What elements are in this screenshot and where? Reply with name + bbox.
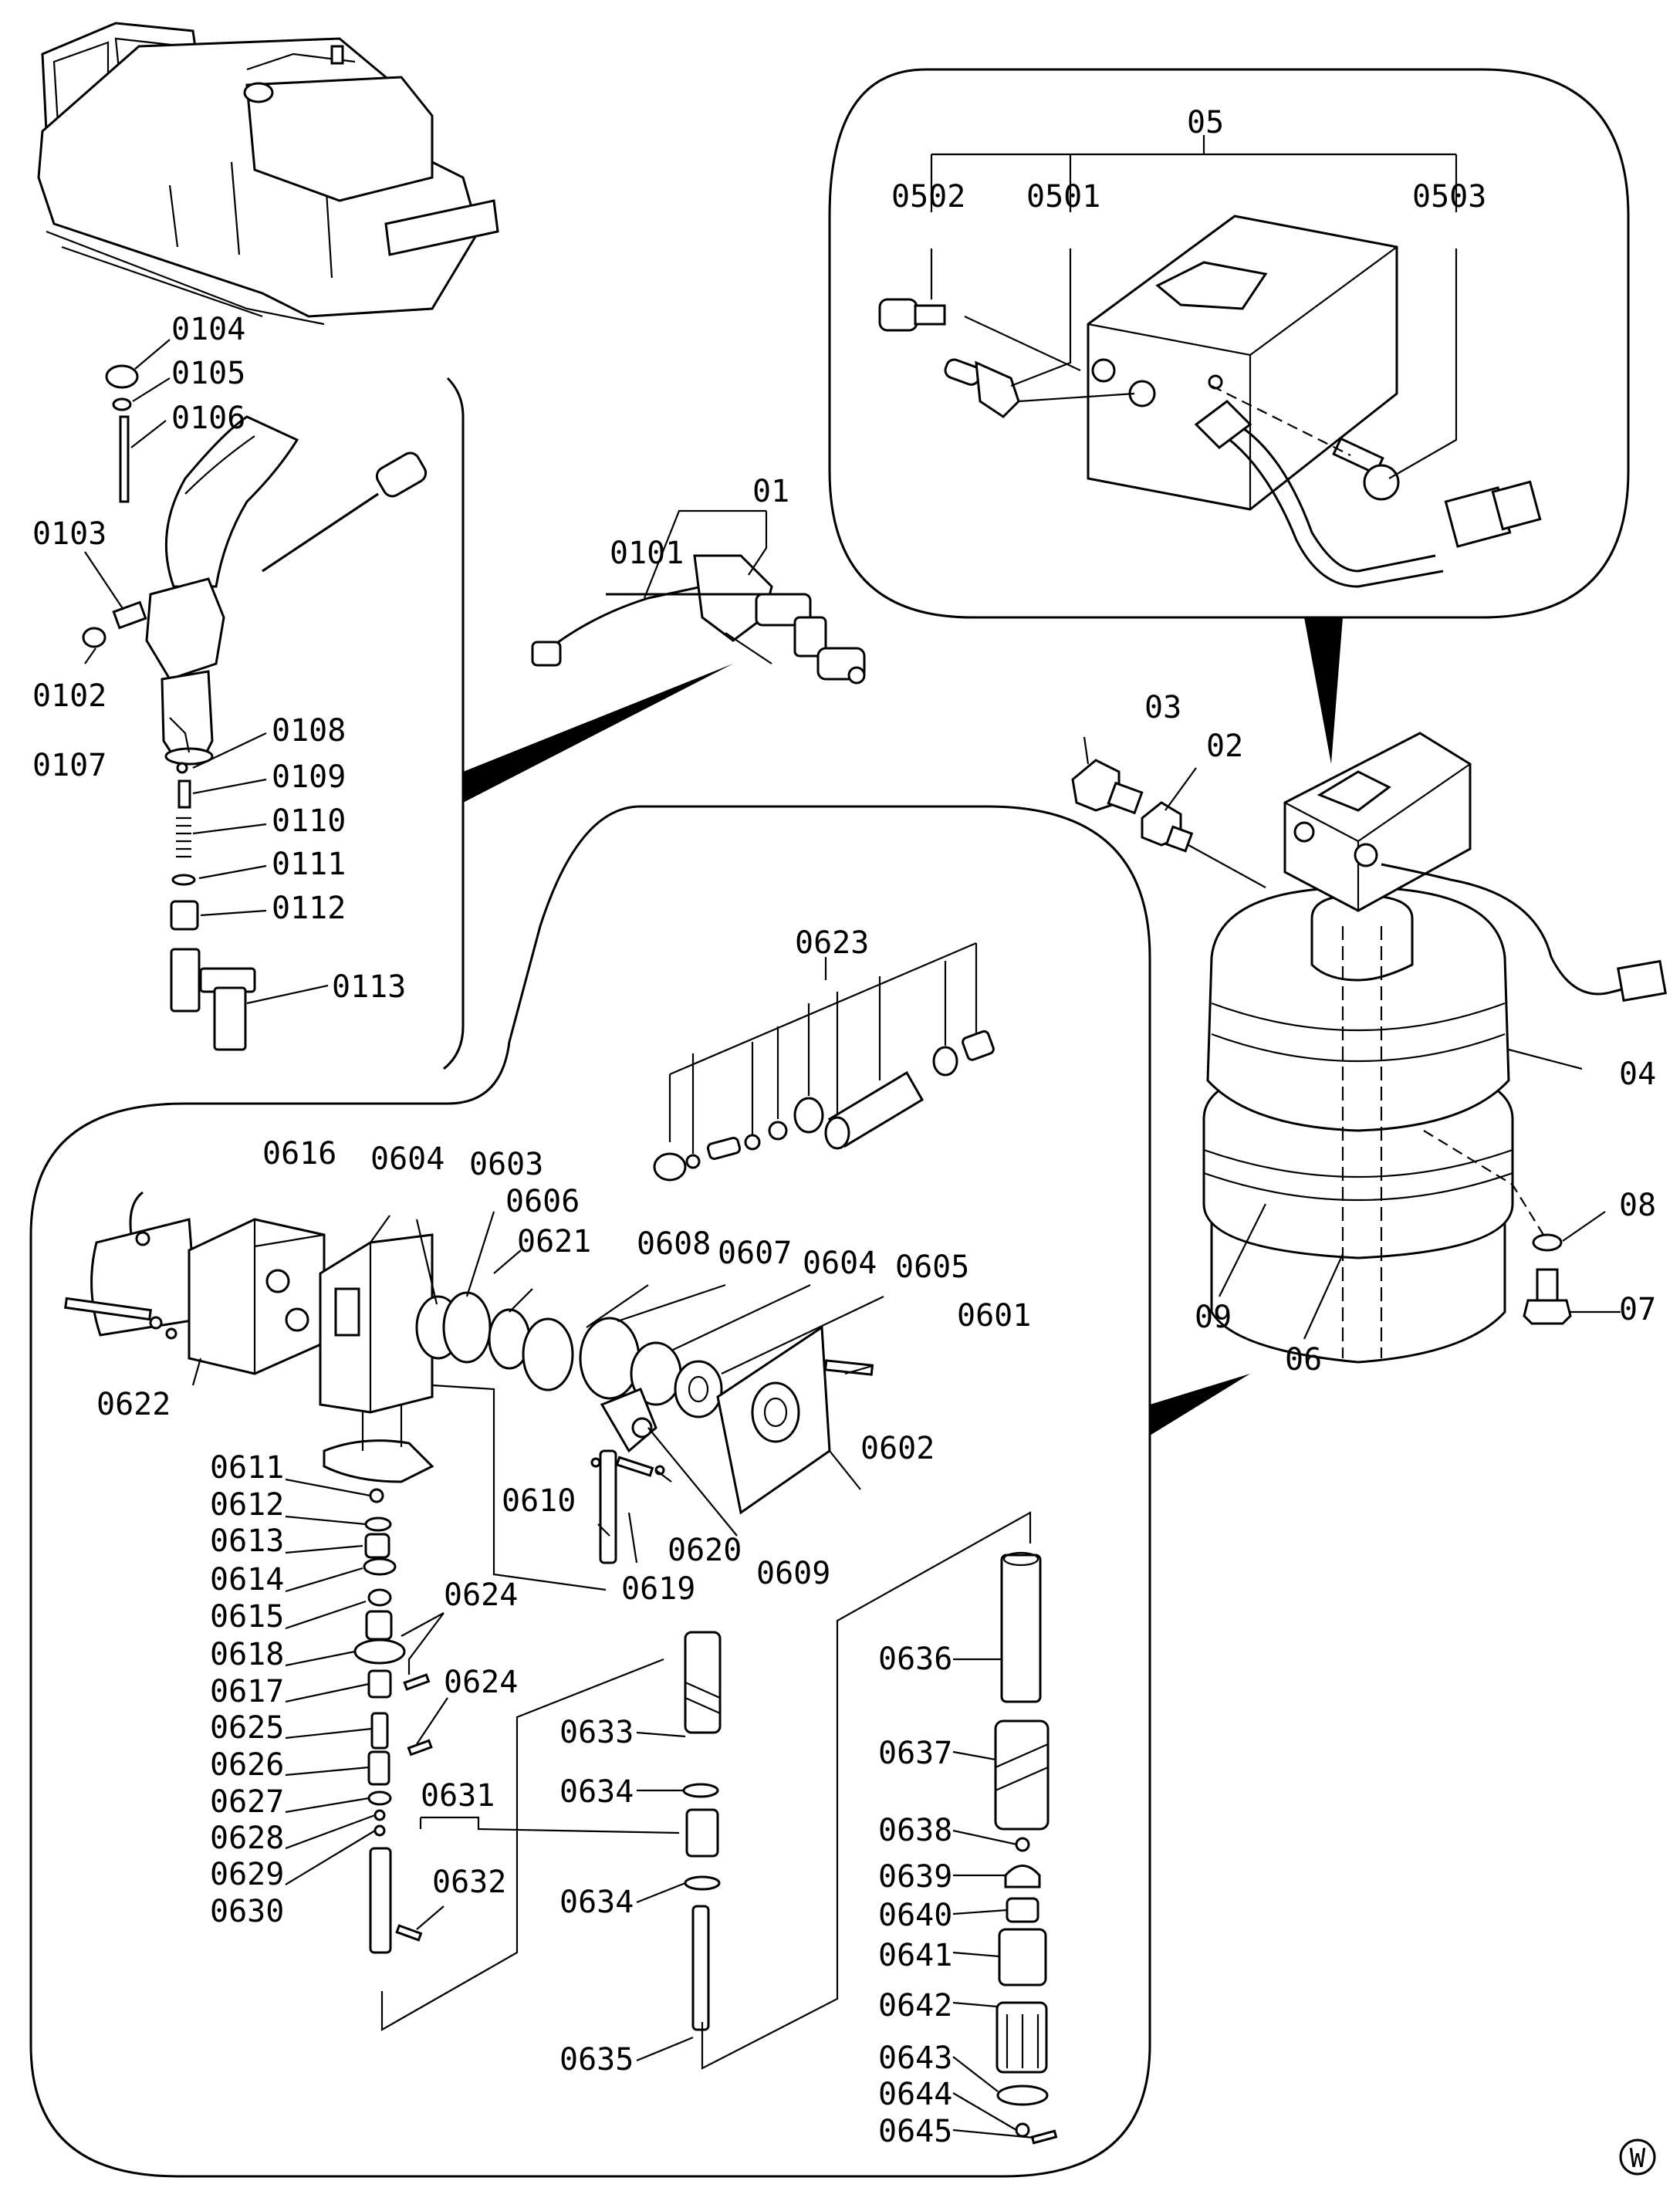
label-0643: 0643	[878, 2041, 952, 2076]
label-0615: 0615	[210, 1599, 284, 1635]
label-0637: 0637	[878, 1736, 952, 1771]
label-0503: 0503	[1412, 179, 1486, 215]
label-0605: 0605	[895, 1249, 969, 1285]
part-labels: 0104 0105 0106 0103 0102 0107 0108 0109 …	[32, 105, 1656, 2149]
label-0606: 0606	[505, 1184, 580, 1219]
label-0641: 0641	[878, 1938, 952, 1973]
label-08: 08	[1619, 1188, 1656, 1223]
pilot-valve-assembly-01	[531, 554, 866, 685]
label-0616: 0616	[262, 1136, 336, 1172]
corner-mark-letter: W	[1630, 2143, 1646, 2174]
label-07: 07	[1619, 1292, 1656, 1327]
label-0634-b: 0634	[559, 1885, 634, 1920]
label-0103: 0103	[32, 516, 106, 552]
label-0604-a: 0604	[370, 1141, 445, 1177]
pointer-05	[1304, 617, 1343, 764]
label-02: 02	[1206, 729, 1243, 764]
switch-box-detail	[828, 68, 1630, 764]
label-0623: 0623	[795, 925, 869, 961]
label-0638: 0638	[878, 1813, 952, 1848]
pilot-valve-lever-group	[82, 364, 733, 1070]
label-0602: 0602	[860, 1431, 935, 1466]
label-0617: 0617	[210, 1674, 284, 1709]
main-assembly	[1071, 732, 1667, 1364]
label-0601: 0601	[957, 1298, 1031, 1334]
label-0618: 0618	[210, 1637, 284, 1672]
label-0620: 0620	[668, 1533, 742, 1568]
label-0106: 0106	[171, 401, 245, 436]
label-0619: 0619	[621, 1571, 695, 1607]
label-0624-b: 0624	[444, 1665, 518, 1700]
label-0645: 0645	[878, 2114, 952, 2149]
label-0109: 0109	[272, 759, 346, 795]
label-0501: 0501	[1026, 179, 1100, 215]
label-0614: 0614	[210, 1562, 284, 1598]
label-0632: 0632	[432, 1865, 506, 1900]
swing-motor-detail	[29, 805, 1250, 2178]
label-0633: 0633	[559, 1715, 634, 1750]
label-0105: 0105	[171, 356, 245, 391]
label-0630: 0630	[210, 1894, 284, 1929]
label-0611: 0611	[210, 1450, 284, 1486]
label-0642: 0642	[878, 1988, 952, 2024]
label-0104: 0104	[171, 312, 245, 347]
label-0624-a: 0624	[444, 1577, 518, 1613]
label-0110: 0110	[272, 803, 346, 839]
label-0635: 0635	[559, 2042, 634, 2078]
label-0612: 0612	[210, 1487, 284, 1523]
label-03: 03	[1144, 690, 1181, 725]
corner-mark: W	[1619, 2139, 1656, 2176]
label-0604-b: 0604	[803, 1246, 877, 1281]
label-0603: 0603	[469, 1147, 543, 1182]
label-0608: 0608	[637, 1226, 711, 1262]
label-06: 06	[1285, 1342, 1322, 1378]
label-0113: 0113	[332, 969, 406, 1005]
label-0102: 0102	[32, 678, 106, 714]
label-0644: 0644	[878, 2077, 952, 2112]
label-0502: 0502	[891, 179, 965, 215]
label-0107: 0107	[32, 748, 106, 783]
label-0639: 0639	[878, 1859, 952, 1895]
pointer-06	[1150, 1374, 1250, 1435]
pointer-01	[463, 664, 733, 803]
label-0111: 0111	[272, 847, 346, 882]
label-0607: 0607	[718, 1236, 792, 1271]
label-01: 01	[752, 474, 789, 509]
label-0631: 0631	[421, 1778, 495, 1814]
label-0625: 0625	[210, 1710, 284, 1746]
label-0112: 0112	[272, 891, 346, 926]
label-0626: 0626	[210, 1747, 284, 1783]
label-09: 09	[1195, 1300, 1232, 1335]
label-0613: 0613	[210, 1523, 284, 1559]
label-05: 05	[1187, 105, 1224, 140]
label-0627: 0627	[210, 1784, 284, 1820]
label-0609: 0609	[756, 1556, 830, 1591]
label-0610: 0610	[502, 1483, 576, 1519]
label-0640: 0640	[878, 1898, 952, 1933]
leader-lines	[84, 339, 1621, 2139]
label-0101: 0101	[610, 536, 684, 571]
label-0628: 0628	[210, 1821, 284, 1856]
label-0622: 0622	[96, 1387, 171, 1422]
label-0621: 0621	[517, 1224, 591, 1259]
label-0634-a: 0634	[559, 1774, 634, 1810]
label-0636: 0636	[878, 1642, 952, 1677]
label-04: 04	[1619, 1057, 1656, 1092]
label-0108: 0108	[272, 713, 346, 749]
excavator-thumbnail	[37, 22, 499, 326]
label-0629: 0629	[210, 1857, 284, 1892]
